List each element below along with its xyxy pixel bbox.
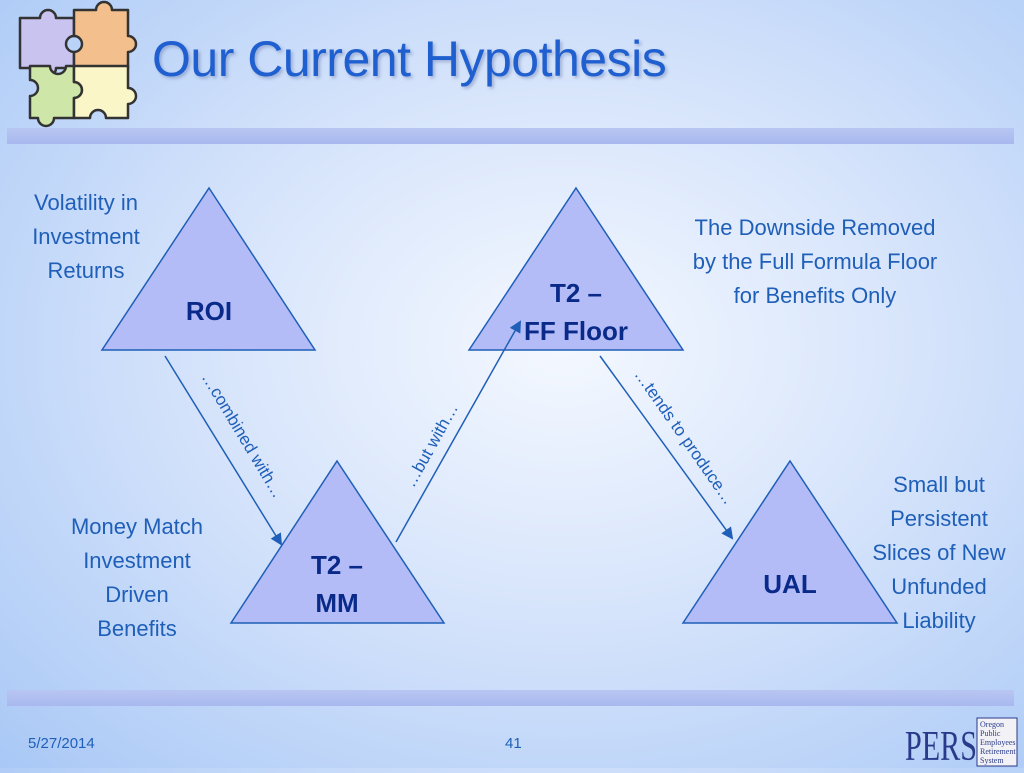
pers-logo-line-2: Public	[980, 729, 1001, 738]
ff-floor-label: T2 – FF Floor	[496, 274, 656, 350]
note-volatility: Volatility in Investment Returns	[32, 190, 140, 283]
pers-logo: PERS Oregon Public Employees Retirement …	[905, 710, 1019, 770]
arrow-roi-to-mm	[164, 355, 283, 546]
edge-label-tends: …tends to produce…	[631, 366, 739, 508]
note-money-match: Money Match Investment Driven Benefits	[70, 514, 204, 641]
mm-line2: MM	[315, 588, 359, 618]
pers-logo-line-4: Retirement	[980, 747, 1016, 756]
pers-logo-wordmark: PERS	[905, 724, 977, 768]
slide-title: Our Current Hypothesis	[152, 31, 667, 87]
ff-floor-line1: T2 –	[549, 278, 603, 308]
ff-floor-line2: FF Floor	[524, 316, 628, 346]
roi-triangle	[100, 186, 317, 351]
bottom-divider-band	[7, 690, 1014, 706]
ual-triangle	[681, 459, 899, 624]
top-divider-band	[7, 128, 1014, 144]
arrow-mm-to-ff-floor	[395, 320, 521, 543]
note-downside: The Downside Removed by the Full Formula…	[692, 215, 938, 308]
puzzle-icon	[18, 0, 138, 128]
ff-floor-triangle	[467, 186, 685, 351]
pers-logo-line-3: Employees	[980, 738, 1016, 747]
roi-label: ROI	[185, 296, 233, 326]
edge-label-but-with: …but with…	[400, 400, 462, 490]
footer-date: 5/27/2014	[28, 735, 95, 752]
mm-label: T2 – MM	[277, 546, 397, 622]
pers-logo-line-1: Oregon	[980, 720, 1004, 729]
mm-line1: T2 –	[310, 550, 364, 580]
mm-triangle	[229, 459, 446, 624]
pers-logo-line-5: System	[980, 756, 1004, 765]
footer-page-number: 41	[505, 735, 522, 752]
arrow-ff-floor-to-ual	[599, 355, 734, 540]
note-small-slices: Small but Persistent Slices of New Unfun…	[872, 472, 1006, 633]
ual-label: UAL	[763, 569, 817, 599]
